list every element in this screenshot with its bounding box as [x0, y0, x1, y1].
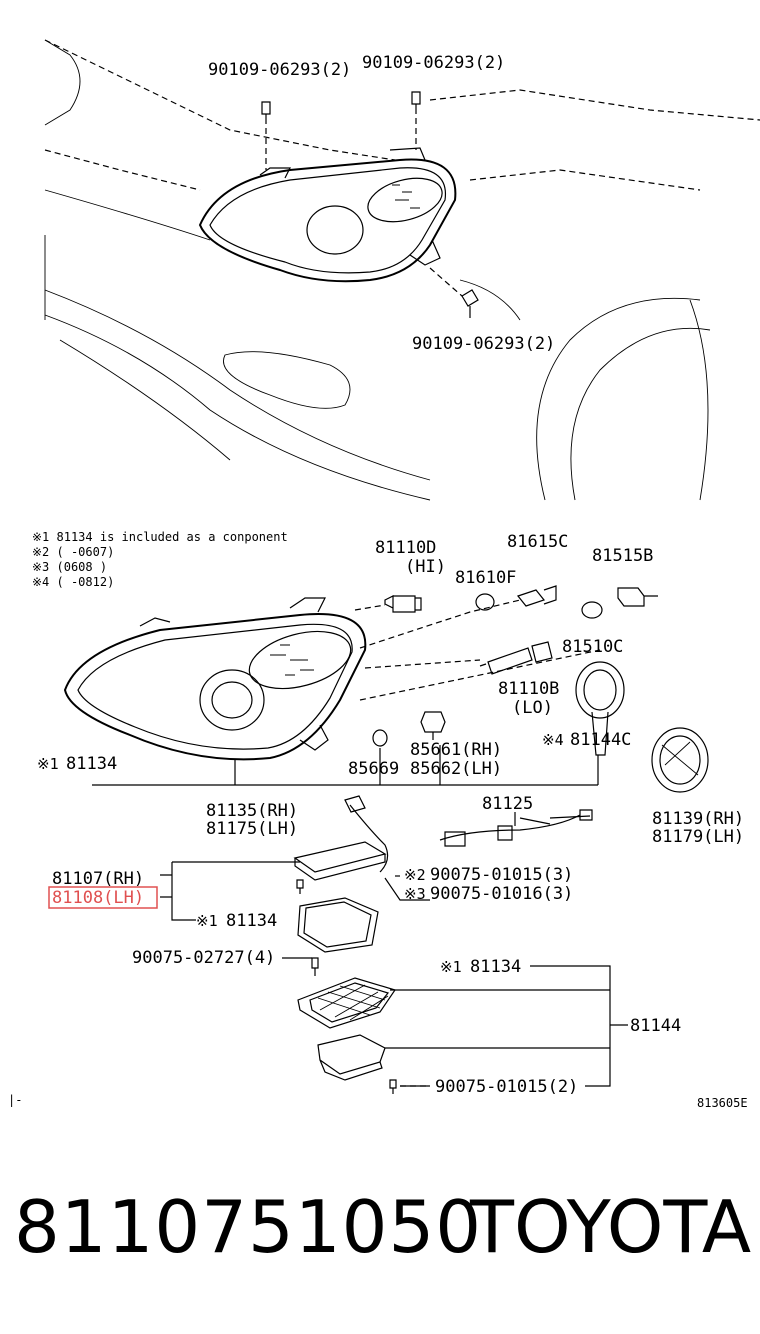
- label-81135: 81135(RH): [206, 801, 298, 821]
- label-81615C: 81615C: [507, 532, 568, 552]
- highlight-box: [48, 886, 158, 909]
- label-81134-b: 81134: [226, 911, 277, 931]
- bolt-label-lower: 90109-06293(2): [412, 334, 555, 354]
- mark-3: ※3: [404, 885, 426, 903]
- bolt-label-left: 90109-06293(2): [208, 60, 351, 80]
- car-front-illustration: [44, 39, 760, 501]
- label-lo: (LO): [512, 698, 553, 718]
- part-number: 8110751050: [14, 1185, 483, 1269]
- note-4: ※4 ( -0812): [32, 575, 114, 589]
- label-81515B: 81515B: [592, 546, 653, 566]
- headlamp-parts-diagram: 90109-06293(2) 90109-06293(2) 90109-0629…: [8, 39, 760, 1110]
- label-81125: 81125: [482, 794, 533, 814]
- label-81134-c: 81134: [470, 957, 521, 977]
- label-81610F: 81610F: [455, 568, 516, 588]
- label-90075-02727: 90075-02727(4): [132, 948, 275, 968]
- mark-1a: ※1: [37, 755, 59, 773]
- label-81107: 81107(RH): [52, 869, 144, 889]
- drawing-code: 813605E: [697, 1096, 748, 1110]
- edge-mark: |-: [8, 1093, 22, 1107]
- footer: 8110751050 TOYOTA: [0, 1185, 760, 1295]
- label-81179: 81179(LH): [652, 827, 744, 847]
- note-2: ※2 ( -0607): [32, 545, 114, 559]
- label-85662: 85662(LH): [410, 759, 502, 779]
- label-81144C: 81144C: [570, 730, 631, 750]
- label-81175: 81175(LH): [206, 819, 298, 839]
- note-1: ※1 81134 is included as a conponent: [32, 530, 288, 544]
- label-81139: 81139(RH): [652, 809, 744, 829]
- label-81510C: 81510C: [562, 637, 623, 657]
- mark-1c: ※1: [440, 958, 462, 976]
- headlamp-assembly-illustration: [63, 585, 709, 1094]
- mark-1b: ※1: [196, 912, 218, 930]
- label-81134-a: 81134: [66, 754, 117, 774]
- label-85661: 85661(RH): [410, 740, 502, 760]
- mark-4: ※4: [542, 731, 564, 749]
- brand-name: TOYOTA: [470, 1185, 752, 1269]
- label-81110B: 81110B: [498, 679, 559, 699]
- label-90075-01015-2: 90075-01015(2): [435, 1077, 578, 1097]
- label-hi: (HI): [405, 557, 446, 577]
- label-90075-01015-3: 90075-01015(3): [430, 865, 573, 885]
- mark-2: ※2: [404, 866, 426, 884]
- label-90075-01016-3: 90075-01016(3): [430, 884, 573, 904]
- label-81144: 81144: [630, 1016, 681, 1036]
- label-81110D: 81110D: [375, 538, 436, 558]
- label-81108-highlighted[interactable]: 81108(LH): [52, 888, 144, 908]
- bolt-label-right: 90109-06293(2): [362, 53, 505, 73]
- note-3: ※3 (0608 ): [32, 560, 107, 574]
- label-85669: 85669: [348, 759, 399, 779]
